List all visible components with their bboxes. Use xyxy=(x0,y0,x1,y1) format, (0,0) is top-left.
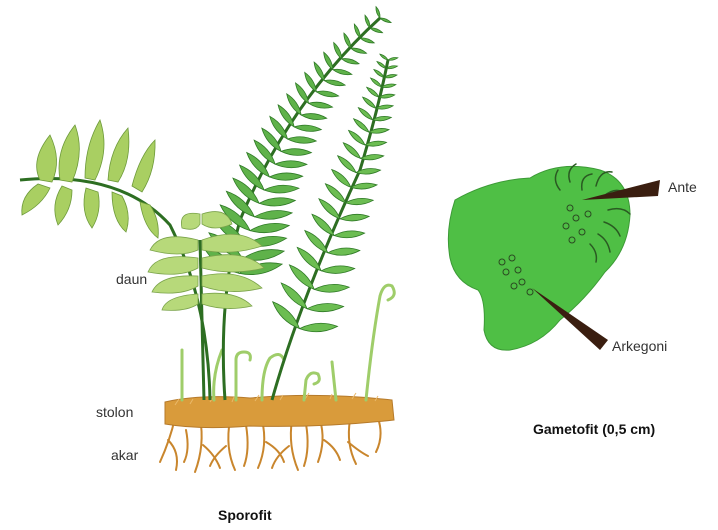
pinna xyxy=(340,214,369,221)
pinna xyxy=(301,114,327,120)
pinna xyxy=(358,108,372,120)
pinna xyxy=(333,69,352,75)
pinna xyxy=(294,125,321,131)
pinna xyxy=(300,323,338,331)
sporophyte-illustration xyxy=(20,7,398,472)
pinna xyxy=(346,198,374,204)
pinna xyxy=(380,54,388,60)
label-stolon: stolon xyxy=(96,404,133,420)
stolon-soil xyxy=(165,395,394,427)
pinna xyxy=(365,15,370,28)
pinna xyxy=(321,266,355,274)
pinna xyxy=(250,223,289,232)
pinna xyxy=(380,18,391,23)
frond-lower-light xyxy=(148,212,264,400)
label-akar: akar xyxy=(111,447,138,463)
caption-gametofit: Gametofit (0,5 cm) xyxy=(533,421,655,437)
label-daun: daun xyxy=(116,271,147,287)
pinna xyxy=(314,284,349,292)
pinna xyxy=(254,210,292,219)
pinna xyxy=(354,119,369,132)
pinna xyxy=(319,199,340,219)
label-arkegonium: Arkegoni xyxy=(612,338,667,354)
pinna xyxy=(264,185,299,193)
pinna xyxy=(305,72,317,91)
pinna xyxy=(288,137,317,143)
pinna xyxy=(297,247,321,270)
pinna xyxy=(328,248,360,255)
pinna xyxy=(342,59,359,64)
pinna xyxy=(269,173,302,180)
pinna xyxy=(354,24,360,38)
pinna xyxy=(273,302,300,329)
pinna xyxy=(388,58,398,61)
prothallus xyxy=(448,166,630,350)
pinna xyxy=(324,52,333,69)
pinna xyxy=(376,7,380,18)
pinna xyxy=(259,198,295,206)
pinna xyxy=(314,62,324,81)
pinna xyxy=(367,87,379,97)
pinna xyxy=(275,161,307,168)
pinna xyxy=(296,83,309,103)
pinna xyxy=(349,130,365,145)
pinna xyxy=(324,80,345,86)
pinna xyxy=(278,105,294,127)
pinna xyxy=(363,97,376,108)
pinna xyxy=(371,78,382,87)
pinna xyxy=(332,170,351,188)
label-anteridium: Ante xyxy=(668,179,697,195)
pinna xyxy=(312,214,334,235)
pinna xyxy=(307,304,344,312)
pinna xyxy=(338,156,356,173)
pinna xyxy=(316,91,338,97)
pinna xyxy=(343,143,360,159)
pinna xyxy=(334,231,365,238)
pinna xyxy=(281,283,307,309)
pinna xyxy=(281,149,311,156)
pinna xyxy=(374,70,384,78)
pinna xyxy=(289,265,314,290)
pinna xyxy=(351,48,367,53)
pinna xyxy=(370,28,383,33)
gametophyte-illustration xyxy=(448,164,660,350)
pinna xyxy=(344,33,351,48)
pinna xyxy=(305,231,328,253)
pinna xyxy=(377,62,386,69)
pinna xyxy=(287,94,302,115)
pinna xyxy=(334,43,342,59)
pinna xyxy=(360,38,374,43)
pinna xyxy=(325,184,345,203)
frond-right xyxy=(272,54,398,400)
caption-sporofit: Sporofit xyxy=(218,507,272,523)
pinna xyxy=(309,102,333,108)
